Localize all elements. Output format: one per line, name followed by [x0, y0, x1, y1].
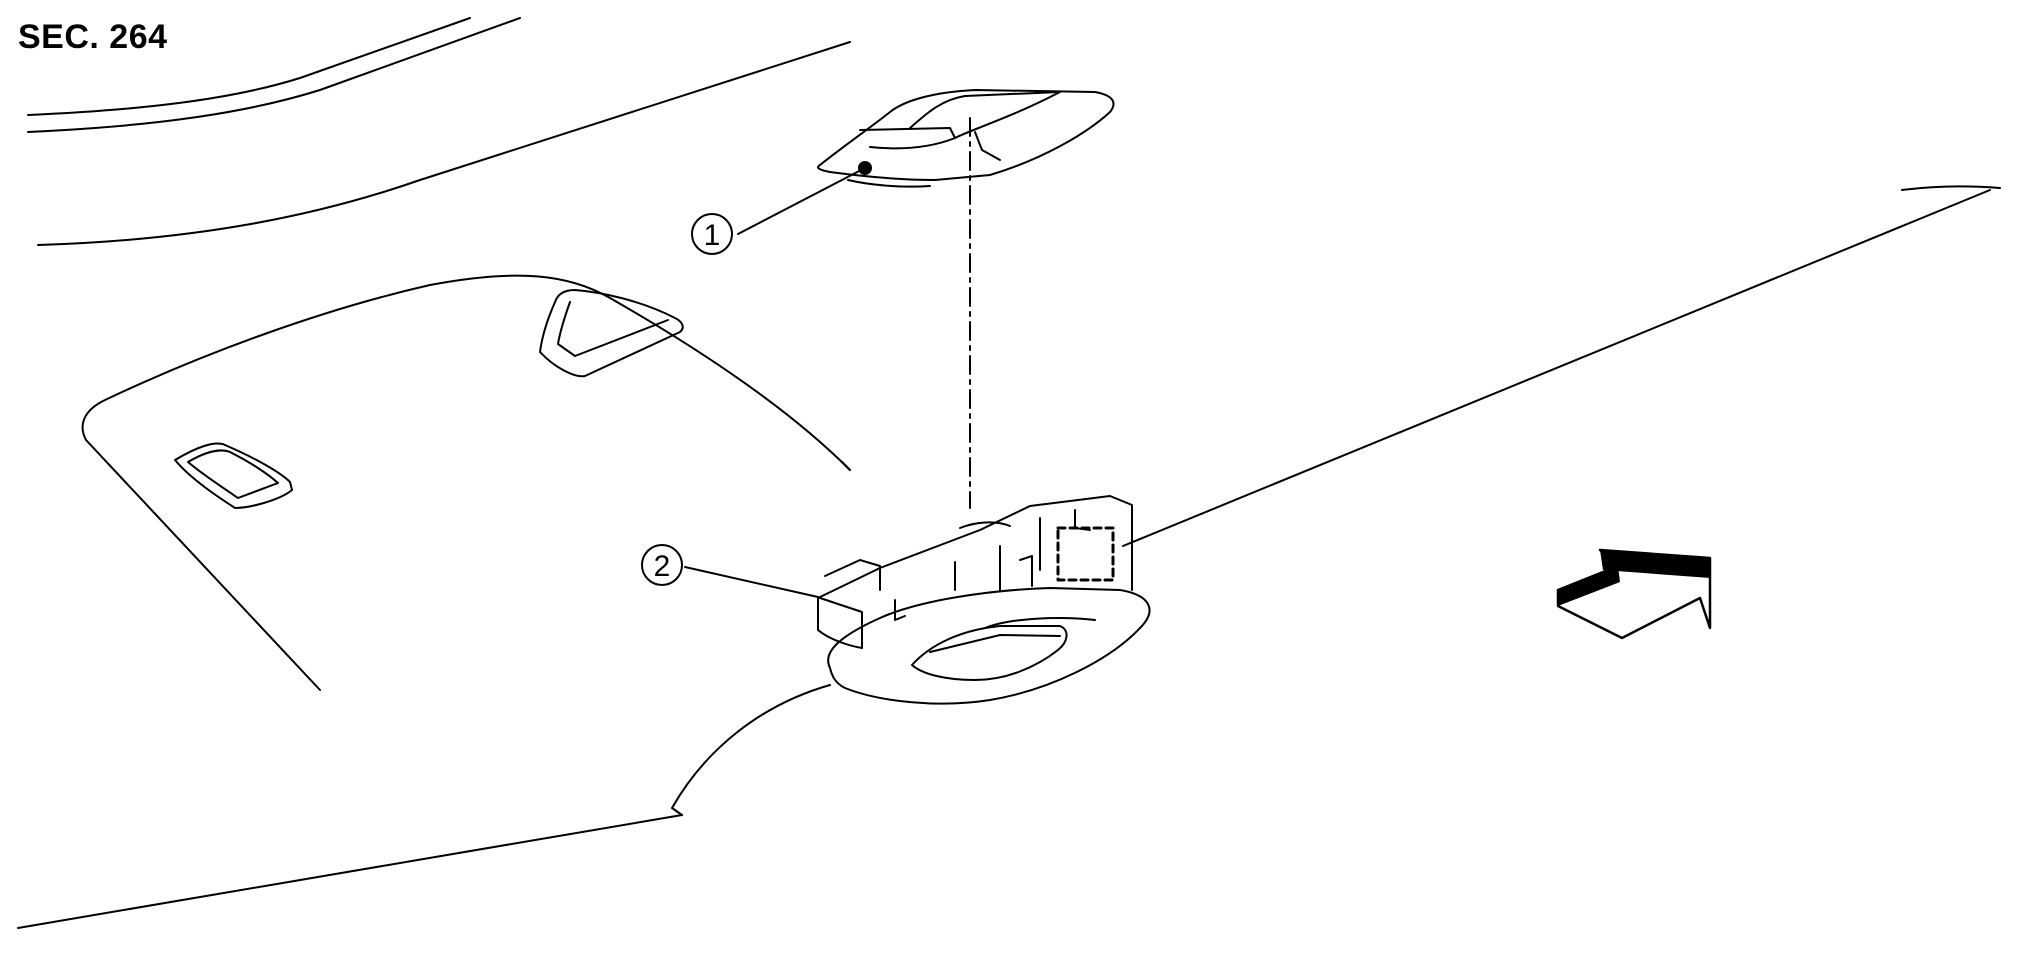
- lamp-lens-part: [817, 89, 1115, 188]
- callout-2-circle: [641, 544, 683, 586]
- callout-1-circle: [691, 213, 733, 255]
- callout-1-dot: [858, 161, 872, 175]
- section-label: SEC. 264: [18, 18, 168, 56]
- roof-upper-lines: [27, 17, 851, 246]
- callout-2-number: 2: [654, 550, 671, 583]
- console-base-part: [817, 495, 1151, 705]
- front-direction-arrow-icon: [1556, 548, 1712, 640]
- callout-2-leader: [684, 566, 819, 598]
- callout-1-number: 1: [704, 219, 721, 252]
- headliner-recess: [174, 442, 293, 509]
- headliner-outline: [17, 185, 2001, 929]
- headliner-lamp-left: [539, 289, 684, 378]
- console-clip-box: [1056, 526, 1115, 582]
- callout-1-leader: [737, 167, 866, 235]
